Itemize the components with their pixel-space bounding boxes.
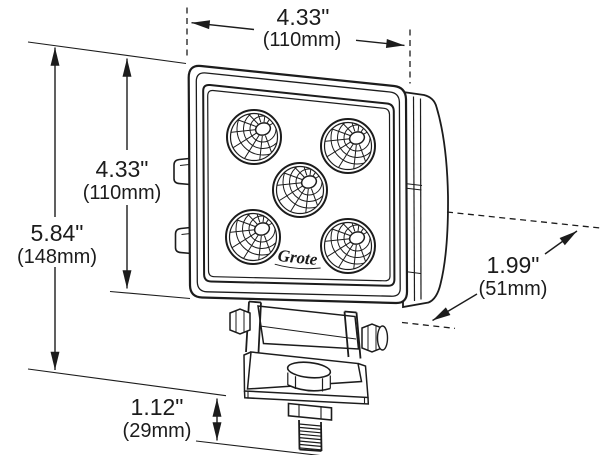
mounting-nut (287, 402, 333, 421)
dimension-arrow (432, 293, 478, 322)
dimension-label-width-in: 4.33" (277, 4, 330, 30)
lamp-assembly: Grote (187, 64, 409, 305)
dimension-overall-height: 5.84" (148mm) (17, 47, 227, 397)
lamp-face: Grote (222, 89, 391, 277)
dimension-label-lamp-height-mm: (110mm) (83, 182, 162, 204)
pivot-bolt-right (361, 323, 389, 353)
dimension-label-depth-mm: (51mm) (479, 278, 548, 300)
extension-line (27, 368, 227, 397)
dimension-label-stud-in: 1.12" (131, 394, 184, 420)
lamp-housing-side (395, 90, 449, 309)
dimension-label-stud-mm: (29mm) (123, 420, 192, 442)
dimension-label-depth-in: 1.99" (487, 252, 540, 278)
center-bolt (286, 361, 332, 392)
extension-line (27, 41, 187, 65)
dimension-depth: 1.99" (51mm) (401, 211, 600, 330)
dimension-arrow (355, 39, 405, 48)
dimension-label-width-mm: (110mm) (263, 29, 342, 51)
dimension-label-overall-height-mm: (148mm) (17, 246, 97, 268)
extension-line (401, 321, 456, 330)
housing-left-tabs (173, 157, 192, 255)
extension-line (195, 440, 321, 455)
dimension-arrow (191, 20, 255, 31)
dimension-stud-length: 1.12" (29mm) (123, 394, 321, 455)
dimension-label-overall-height-in: 5.84" (31, 220, 84, 246)
grote-logo-text: Grote (277, 246, 319, 269)
extension-line (446, 211, 600, 229)
grote-logo: Grote (274, 246, 321, 270)
dimension-arrow (544, 230, 578, 255)
threaded-stud (298, 419, 323, 452)
pivot-bolt-left (229, 308, 251, 335)
dimension-width: 4.33" (110mm) (186, 4, 411, 84)
dimension-label-lamp-height-in: 4.33" (96, 156, 149, 182)
mounting-bracket (229, 300, 389, 452)
extension-line (109, 290, 191, 300)
dimension-lamp-height: 4.33" (110mm) (27, 41, 191, 300)
